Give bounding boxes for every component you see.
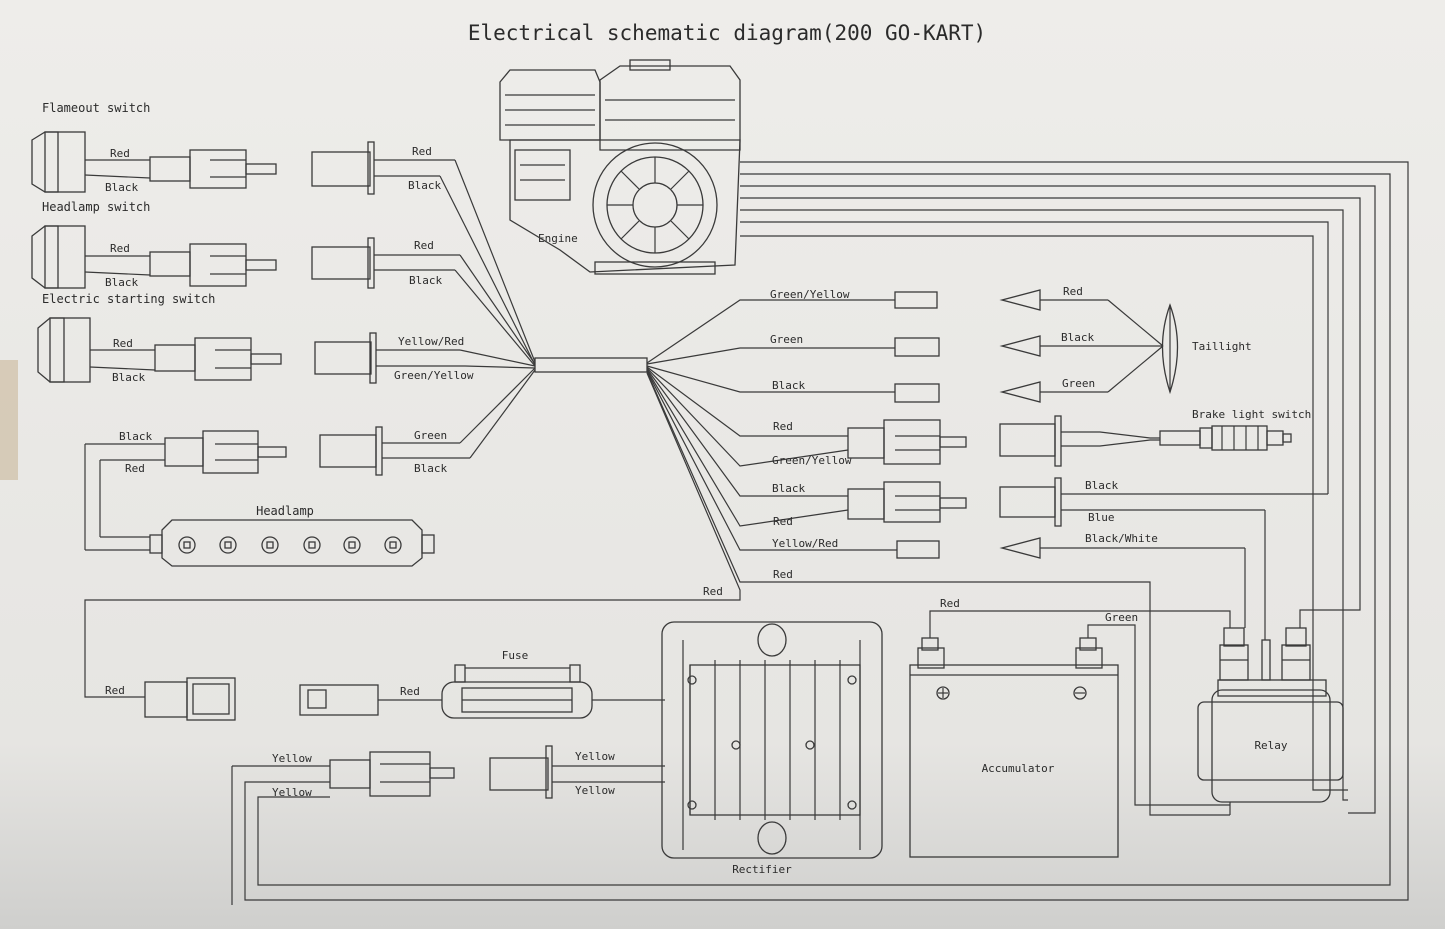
headlamp-switch-black-label: Black [105,276,138,289]
brake-light-switch-label: Brake light switch [1192,408,1311,421]
engine: Engine [499,59,741,275]
taillight-label: Taillight [1192,340,1252,353]
fan-black-label-2: Black [772,482,805,495]
mid3-green-yellow-label: Green/Yellow [394,369,474,382]
starting-switch-black-label: Black [112,371,145,384]
fuse-label: Fuse [502,649,529,662]
mid1-red-label: Red [412,145,432,158]
taillight-green-label: Green [1062,377,1095,390]
headlamp-switch: Headlamp switch Red Black [31,200,277,289]
fan-green-yellow-label: Green/Yellow [770,288,850,301]
fan-green-label: Green [770,333,803,346]
taillight-black-label: Black [1061,331,1094,344]
rectifier: Rectifier [661,621,883,876]
headlamp: Headlamp [149,504,435,567]
fan-red-label-2: Red [773,515,793,528]
flameout-red-label: Red [110,147,130,160]
engine-label: Engine [538,232,578,245]
fan-red-label-3: Red [773,568,793,581]
electric-starting-switch: Electric starting switch Red Black [37,292,282,384]
headlamp-switch-red-label: Red [110,242,130,255]
yellow-connectors: Yellow Yellow Yellow Yellow [231,745,665,905]
right-fan-labels: Green/Yellow Green Black Red Green/Yello… [703,288,852,598]
yellow-label-1: Yellow [272,752,312,765]
yellow-label-2: Yellow [272,786,312,799]
taillight: Taillight Red Black Green [999,285,1252,403]
flameout-black-label: Black [105,181,138,194]
relay-feed-blue-label: Blue [1088,511,1115,524]
fuse-red-label: Red [400,685,420,698]
mid-connectors: Red Black Red Black Yellow/Red Green/Yel… [311,141,474,476]
headlamp-conn-black-label: Black [119,430,152,443]
fuse: Red Fuse [299,649,665,719]
harness-junction [534,357,648,373]
fan-black-label: Black [772,379,805,392]
relay-label: Relay [1254,739,1287,752]
mid1-black-label: Black [408,179,441,192]
relay: Relay [1197,627,1344,803]
harness-left-fan [439,159,536,459]
right-terminals [847,291,967,559]
bottom-red-label: Red [105,684,125,697]
rectifier-label: Rectifier [732,863,792,876]
black-white-label: Black/White [1085,532,1158,545]
starting-switch-red-label: Red [113,337,133,350]
mid2-red-label: Red [414,239,434,252]
accumulator-label: Accumulator [982,762,1055,775]
taillight-red-label: Red [1063,285,1083,298]
fan-red-label-4: Red [703,585,723,598]
table-edge [0,360,18,480]
headlamp-connector: Black Red [84,430,287,551]
headlamp-conn-red-label: Red [125,462,145,475]
relay-feed-black-label: Black [1085,479,1118,492]
accumulator-green-label: Green [1105,611,1138,624]
headlamp-bulbs [178,536,402,554]
fan-red-label: Red [773,420,793,433]
mid4-black-label: Black [414,462,447,475]
harness-right-fan [84,299,1230,816]
headlamp-label: Headlamp [256,504,314,518]
flameout-switch-label: Flameout switch [42,101,150,115]
yellow-label-4: Yellow [575,784,615,797]
fan-yellow-red-label: Yellow/Red [772,537,838,550]
mid4-green-label: Green [414,429,447,442]
mid2-black-label: Black [409,274,442,287]
bottom-left-red-connector: Red [105,677,236,721]
accumulator: Accumulator Red Green [909,597,1231,858]
accumulator-red-label: Red [940,597,960,610]
flameout-switch: Flameout switch Red Black [31,101,277,194]
yellow-label-3: Yellow [575,750,615,763]
mid3-yellow-red-label: Yellow/Red [398,335,464,348]
brake-light-switch: Brake light switch [999,408,1311,467]
diagram-title: Electrical schematic diagram(200 GO-KART… [468,21,986,45]
electric-starting-switch-label: Electric starting switch [42,292,215,306]
fan-green-yellow-label-2: Green/Yellow [772,454,852,467]
engine-wires [244,161,1409,901]
relay-feed-connector: Black Blue Black/White [999,477,1328,559]
headlamp-switch-label: Headlamp switch [42,200,150,214]
